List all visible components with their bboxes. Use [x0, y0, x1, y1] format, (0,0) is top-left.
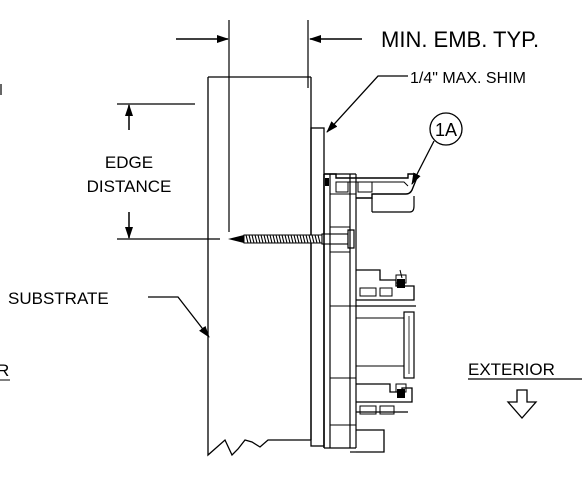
screw-thread	[314, 234, 318, 244]
substrate-callout: SUBSTRATE	[8, 289, 210, 338]
screw-thread	[257, 234, 261, 244]
screw-thread	[248, 234, 252, 244]
screw-thread	[287, 234, 291, 244]
substrate-label: SUBSTRATE	[8, 289, 109, 308]
min-embedment-dimension: MIN. EMB. TYP.	[176, 20, 539, 232]
screw-thread	[266, 234, 270, 244]
screw-fastener	[228, 229, 355, 249]
screw-body	[321, 233, 349, 245]
substrate-leader	[148, 296, 210, 338]
screw-thread	[281, 234, 285, 244]
shim-leader	[326, 75, 408, 133]
screw-thread	[317, 234, 321, 244]
callout-1a: 1A	[411, 112, 463, 185]
screw-thread	[278, 234, 282, 244]
gaskets	[325, 178, 405, 398]
substrate-outline-left-bottom	[207, 77, 311, 457]
screw-thread	[275, 234, 279, 244]
exterior-arrow-icon	[506, 389, 538, 419]
screw-thread	[293, 234, 297, 244]
screw-head	[347, 229, 355, 249]
screw-thread	[302, 234, 306, 244]
screw-threads	[245, 234, 321, 244]
screw-thread	[311, 234, 315, 244]
screw-thread	[299, 234, 303, 244]
interior-label-fragment: R	[0, 361, 9, 380]
screw-thread	[284, 234, 288, 244]
screw-thread	[260, 234, 264, 244]
screw-thread	[251, 234, 255, 244]
substrate-block	[207, 76, 312, 457]
exterior-indicator: EXTERIOR	[468, 360, 582, 419]
screw-tip	[228, 235, 244, 243]
edge-distance-label-line1: EDGE	[105, 153, 153, 172]
shim-callout: 1/4" MAX. SHIM	[326, 70, 526, 133]
exterior-label: EXTERIOR	[468, 360, 555, 379]
screw-thread	[269, 234, 273, 244]
edge-distance-label-line2: DISTANCE	[87, 177, 172, 196]
shim-label: 1/4" MAX. SHIM	[410, 70, 526, 87]
screw-thread	[263, 234, 267, 244]
callout-label: 1A	[435, 120, 457, 140]
screw-thread	[308, 234, 312, 244]
screw-thread	[305, 234, 309, 244]
screw-thread	[245, 234, 249, 244]
screw-thread	[296, 234, 300, 244]
screw-thread	[272, 234, 276, 244]
callout-bubble-icon	[429, 112, 463, 146]
window-frame-extrusion	[323, 173, 418, 453]
min-embedment-label: MIN. EMB. TYP.	[381, 27, 539, 52]
screw-thread	[254, 234, 258, 244]
callout-leader	[411, 140, 435, 185]
screw-thread	[290, 234, 294, 244]
edge-distance-dimension: EDGE DISTANCE	[87, 103, 220, 240]
shim	[310, 127, 325, 447]
